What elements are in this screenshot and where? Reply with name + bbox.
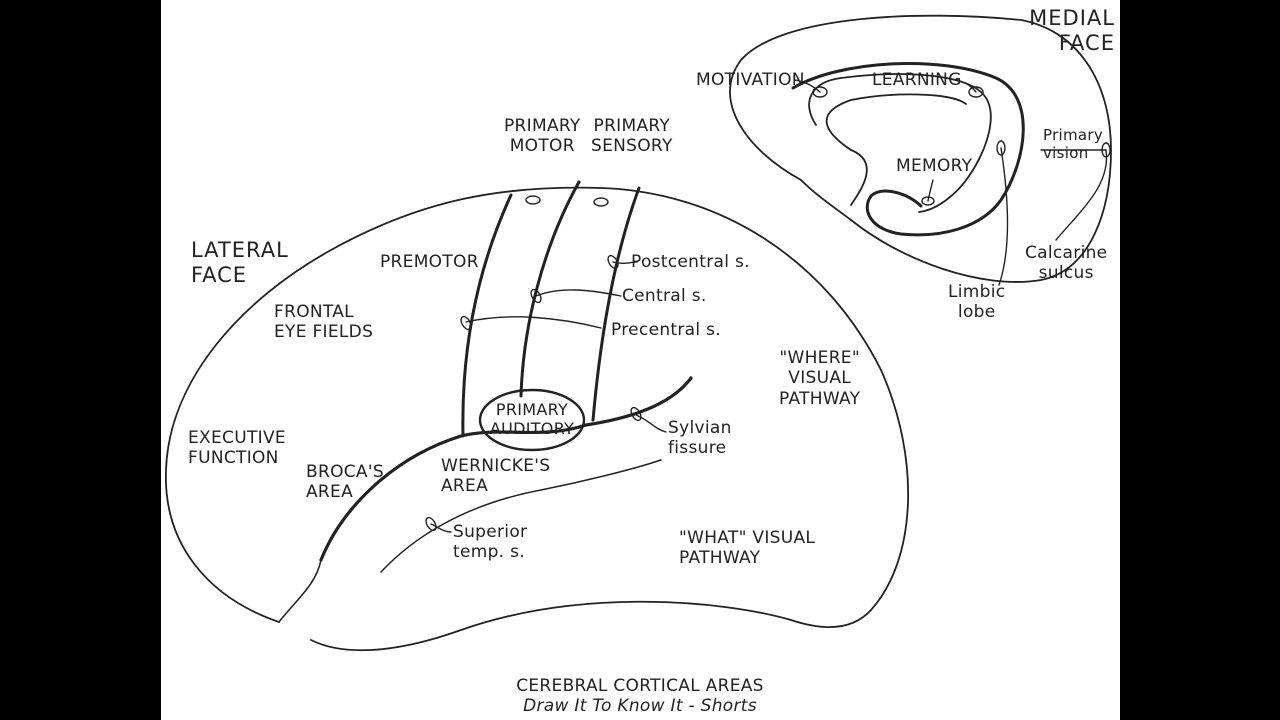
caption: CEREBRAL CORTICAL AREAS Draw It To Know … (490, 676, 790, 717)
primary-auditory-oval (478, 388, 586, 452)
superior-temporal-label: Superior temp. s. (453, 522, 528, 563)
sylvian-fissure-label: Sylvian fissure (668, 418, 732, 459)
cingulate-inner-arc (825, 93, 967, 151)
limbic-outer-loop (791, 62, 1025, 237)
wernickes-area-label: WERNICKE'S AREA (441, 456, 551, 497)
limbic-lobe-pointer (998, 147, 1009, 286)
central-marker (530, 288, 542, 304)
precentral-sulcus (461, 193, 513, 438)
lateral-face-title: LATERAL FACE (191, 238, 289, 288)
frontal-eye-fields-label: FRONTAL EYE FIELDS (274, 302, 374, 343)
primary-vision-marker (1101, 142, 1111, 158)
what-pathway-label: "WHAT" VISUAL PATHWAY (679, 528, 816, 569)
medial-face-title: MEDIAL FACE (1029, 6, 1115, 56)
calcarine-pointer (1055, 149, 1108, 241)
temporal-sulcus-line (380, 459, 662, 573)
sylvian-pointer (635, 414, 667, 433)
limbic-lobe-label: Limbic lobe (948, 282, 1006, 323)
calcarine-sulcus-label: Calcarine sulcus (1025, 243, 1108, 284)
lateral-brain-outline (165, 186, 909, 652)
caption-subtitle: Draw It To Know It - Shorts (523, 696, 757, 717)
postcentral-label: Postcentral s. (631, 252, 750, 272)
primary-sensory-marker (593, 197, 609, 207)
diagram-canvas: LATERAL FACE PRIMARY MOTOR PRIMARY SENSO… (161, 0, 1120, 720)
executive-function-label: EXECUTIVE FUNCTION (188, 428, 286, 469)
primary-motor-label: PRIMARY MOTOR (504, 116, 581, 157)
limbic-inner-arc (808, 73, 992, 213)
superior-temporal-marker (425, 516, 437, 532)
learning-label: LEARNING (872, 70, 962, 90)
central-label: Central s. (622, 286, 707, 306)
limbic-lobe-marker (996, 140, 1006, 156)
primary-sensory-label: PRIMARY SENSORY (591, 116, 673, 157)
temporal-lobe-contour (278, 559, 322, 623)
premotor-label: PREMOTOR (380, 252, 479, 272)
postcentral-pointer (612, 261, 638, 265)
precentral-marker (460, 315, 472, 331)
precentral-label: Precentral s. (611, 320, 721, 340)
precentral-pointer (465, 316, 602, 329)
primary-vision-label: Primary vision (1043, 126, 1104, 162)
primary-auditory-label: PRIMARY AUDITORY (489, 400, 575, 439)
primary-motor-marker (525, 195, 541, 205)
caption-title: CEREBRAL CORTICAL AREAS (516, 676, 764, 696)
learning-pointer (955, 79, 977, 93)
motivation-pointer (794, 79, 821, 93)
postcentral-marker (607, 254, 619, 270)
sylvian-fissure-line (319, 376, 693, 562)
memory-pointer (927, 179, 934, 202)
learning-marker (968, 86, 984, 98)
sylvian-marker (630, 406, 642, 422)
where-pathway-label: "WHERE" VISUAL PATHWAY (779, 348, 861, 409)
central-pointer (535, 289, 622, 297)
memory-label: MEMORY (896, 156, 973, 176)
central-sulcus (519, 180, 581, 398)
memory-marker (921, 196, 935, 206)
limbic-lower-curve (850, 149, 868, 206)
superior-temporal-pointer (430, 523, 452, 533)
motivation-label: MOTIVATION (696, 70, 805, 90)
brocas-area-label: BROCA'S AREA (306, 462, 384, 503)
brain-drawing (165, 14, 1112, 652)
medial-brain-outline (729, 14, 1112, 283)
motivation-marker (812, 86, 828, 98)
